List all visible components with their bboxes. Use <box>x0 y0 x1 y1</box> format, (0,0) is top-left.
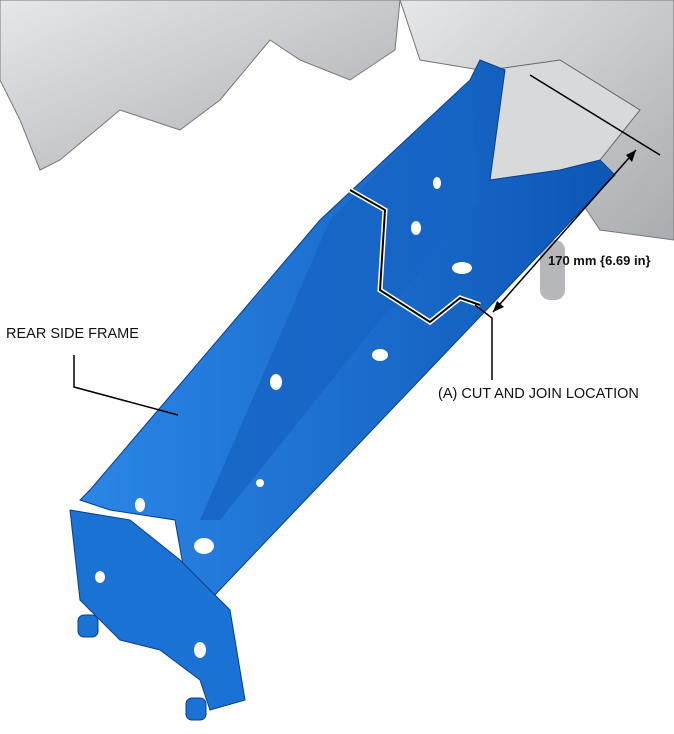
label-rear-side-frame: REAR SIDE FRAME <box>6 326 139 342</box>
rear-bracket <box>69 509 246 711</box>
dimension-label: 170 mm {6.69 in} <box>548 253 651 268</box>
body-panel-left <box>0 0 401 171</box>
extension-line <box>529 74 661 156</box>
leader-cut-join <box>474 304 493 380</box>
dimension-arrow <box>492 149 637 313</box>
frame-inner-wall <box>200 80 480 520</box>
label-cut-join-location: (A) CUT AND JOIN LOCATION <box>438 386 639 402</box>
stud-left <box>77 614 99 638</box>
stud-bottom <box>185 697 207 721</box>
leader-rear-side-frame <box>73 355 179 416</box>
stud <box>540 240 565 300</box>
frame-holes <box>95 177 472 658</box>
